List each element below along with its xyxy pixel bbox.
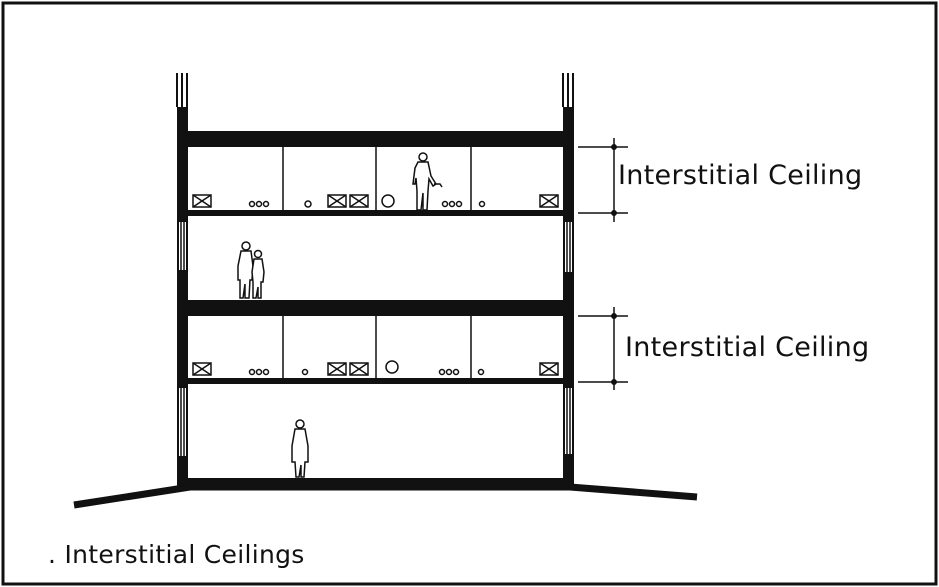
upper-duct-icons [192,194,559,208]
pipe-icon [301,368,309,376]
duct-icon [327,194,347,208]
worker-figure [412,152,443,211]
pipe-icon [441,200,463,208]
pipe-icon [381,194,395,208]
duct-icon [327,362,347,376]
upper-dimension-line [578,138,628,222]
ground-floor-figure [291,419,309,478]
lower-interstitial-partitions [282,316,472,378]
pipe-icon [248,368,270,376]
pipe-icon [477,368,485,376]
people-pair-figure [237,241,265,299]
lower-ceiling-label: Interstitial Ceiling [625,332,870,363]
lower-interstitial-floor [186,378,565,384]
middle-slab [186,300,565,316]
pipe-icon [438,368,460,376]
duct-icon [192,362,212,376]
ground-line [73,483,698,509]
figure-caption: . Interstitial Ceilings [48,540,305,569]
duct-icon [539,362,559,376]
pipe-icon [304,200,312,208]
upper-interstitial-partitions [282,147,472,210]
duct-icon [349,194,369,208]
lower-dimension-line [578,307,628,390]
upper-interstitial-floor [186,210,565,216]
roof-slab [186,131,565,147]
ground-floor-slab [186,478,565,487]
pipe-icon [248,200,270,208]
right-wall [562,73,574,487]
left-wall [176,73,188,487]
upper-ceiling-label: Interstitial Ceiling [618,160,863,191]
duct-icon [192,194,212,208]
duct-icon [539,194,559,208]
pipe-icon [478,200,486,208]
pipe-icon [385,360,399,374]
lower-duct-icons [192,360,559,376]
duct-icon [349,362,369,376]
